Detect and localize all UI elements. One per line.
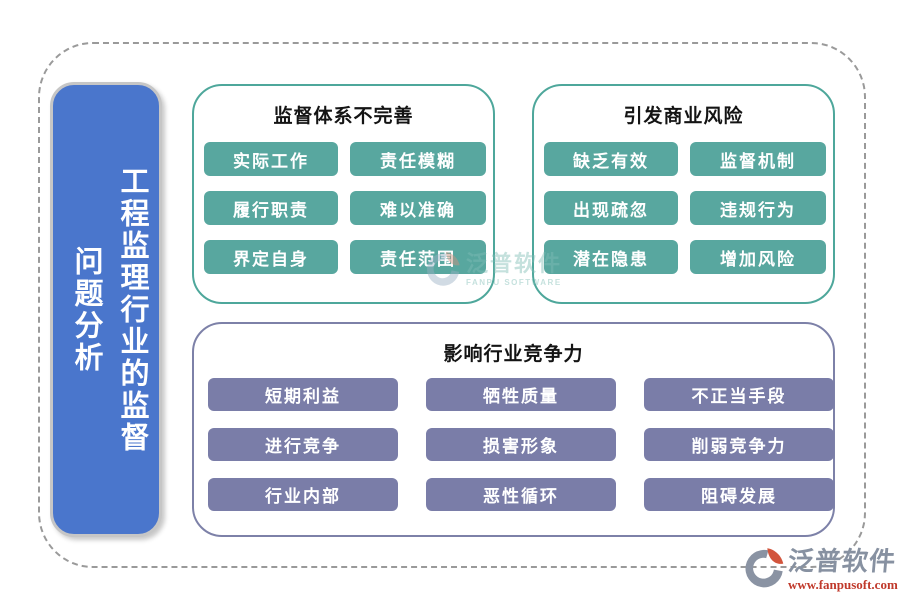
node-button: 阻碍发展 (644, 478, 834, 511)
group-title: 引发商业风险 (623, 106, 744, 127)
group-supervision-system: 监督体系不完善 实际工作 责任模糊 履行职责 难以准确 界定自身 责任范围 (192, 84, 495, 304)
node-button: 界定自身 (204, 240, 338, 274)
footer-brand-block: 泛普软件 www.fanpusoft.com (786, 546, 898, 593)
group-title: 影响行业竞争力 (443, 344, 584, 365)
footer-website-url: www.fanpusoft.com (788, 577, 898, 592)
group-node-grid: 缺乏有效 监督机制 出现疏忽 违规行为 潜在隐患 增加风险 (544, 142, 826, 274)
node-button: 增加风险 (690, 240, 826, 274)
node-button: 潜在隐患 (544, 240, 678, 274)
node-button: 损害形象 (426, 428, 616, 461)
footer-brand-name: 泛普软件 (786, 546, 898, 576)
node-button: 牺牲质量 (426, 378, 616, 411)
group-node-grid: 实际工作 责任模糊 履行职责 难以准确 界定自身 责任范围 (204, 142, 486, 274)
node-button: 恶性循环 (426, 478, 616, 511)
group-title: 监督体系不完善 (273, 106, 414, 127)
node-button: 实际工作 (204, 142, 338, 176)
node-button: 不正当手段 (644, 378, 834, 411)
main-topic-bar: 工程监理行业的监督问题分析 (50, 82, 162, 537)
group-business-risk: 引发商业风险 缺乏有效 监督机制 出现疏忽 违规行为 潜在隐患 增加风险 (532, 84, 835, 304)
group-industry-competitiveness: 影响行业竞争力 短期利益 牺牲质量 不正当手段 进行竞争 损害形象 削弱竞争力 … (192, 322, 835, 537)
node-button: 行业内部 (208, 478, 398, 511)
node-button: 削弱竞争力 (644, 428, 834, 461)
node-button: 责任模糊 (350, 142, 486, 176)
diagram-outer-dashed-frame (38, 42, 866, 568)
node-button: 出现疏忽 (544, 191, 678, 225)
node-button: 监督机制 (690, 142, 826, 176)
node-button: 短期利益 (208, 378, 398, 411)
main-topic-line1: 工程监理行业的监督 (116, 165, 148, 454)
node-button: 缺乏有效 (544, 142, 678, 176)
node-button: 履行职责 (204, 191, 338, 225)
node-button: 进行竞争 (208, 428, 398, 461)
node-button: 难以准确 (350, 191, 486, 225)
node-button: 责任范围 (350, 240, 486, 274)
group-node-grid: 短期利益 牺牲质量 不正当手段 进行竞争 损害形象 削弱竞争力 行业内部 恶性循… (208, 378, 834, 511)
main-topic-title: 工程监理行业的监督问题分析 (53, 85, 159, 534)
fanpu-logo-icon (745, 548, 784, 588)
node-button: 违规行为 (690, 191, 826, 225)
fanpu-footer-logo: 泛普软件 www.fanpusoft.com (742, 546, 898, 593)
main-topic-line2: 问题分析 (70, 245, 102, 374)
